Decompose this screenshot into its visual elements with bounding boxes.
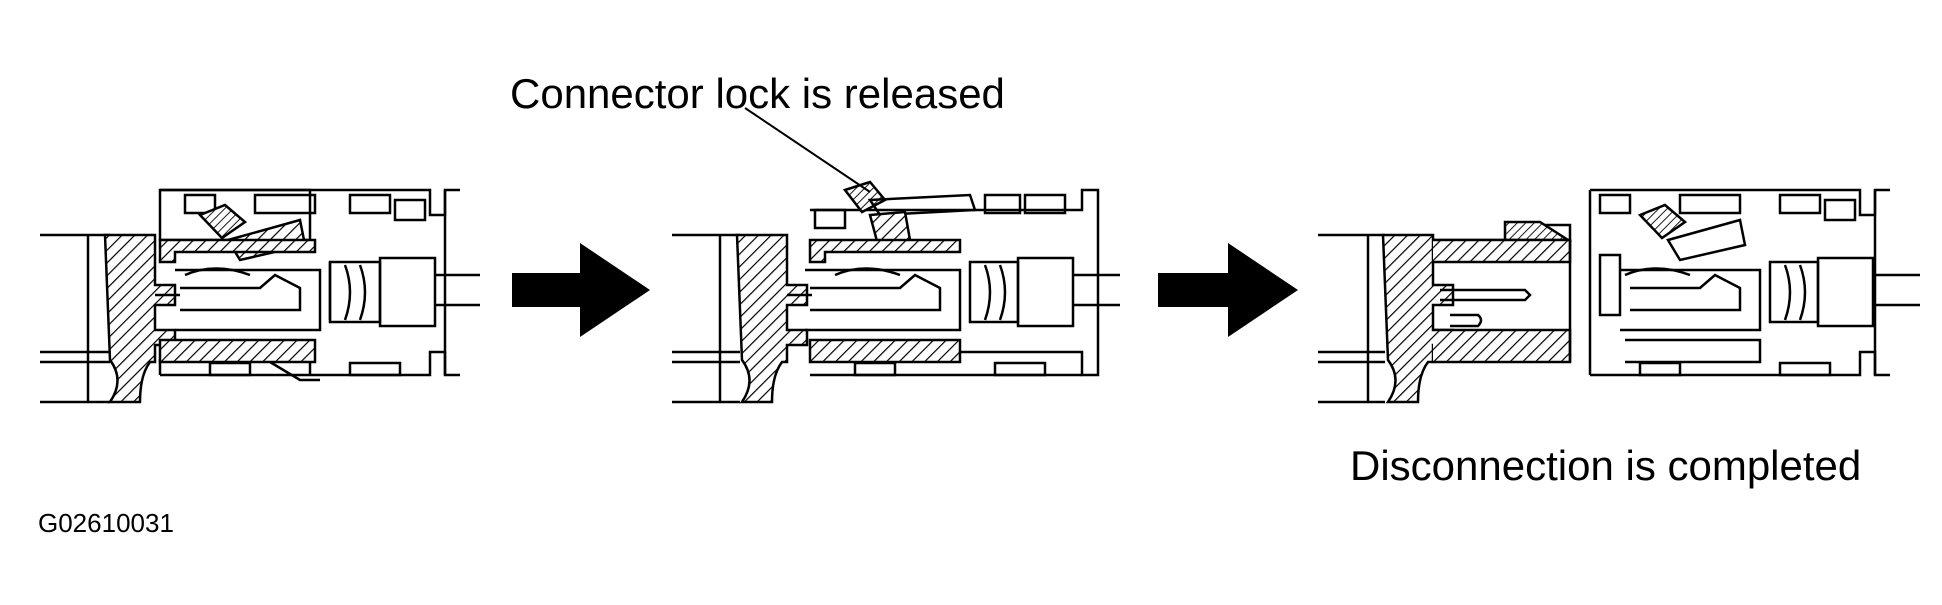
- step-1-connected-locked: [40, 188, 480, 404]
- step-3-disconnected: [1318, 188, 1920, 404]
- figure-id-label: G02610031: [38, 508, 174, 538]
- disconnection-completed-label: Disconnection is completed: [1350, 442, 1862, 489]
- step-2-lock-released: [672, 107, 1120, 404]
- lock-released-label: Connector lock is released: [510, 70, 1005, 117]
- arrow-right-icon: [1158, 243, 1298, 337]
- arrow-right-icon: [512, 243, 650, 337]
